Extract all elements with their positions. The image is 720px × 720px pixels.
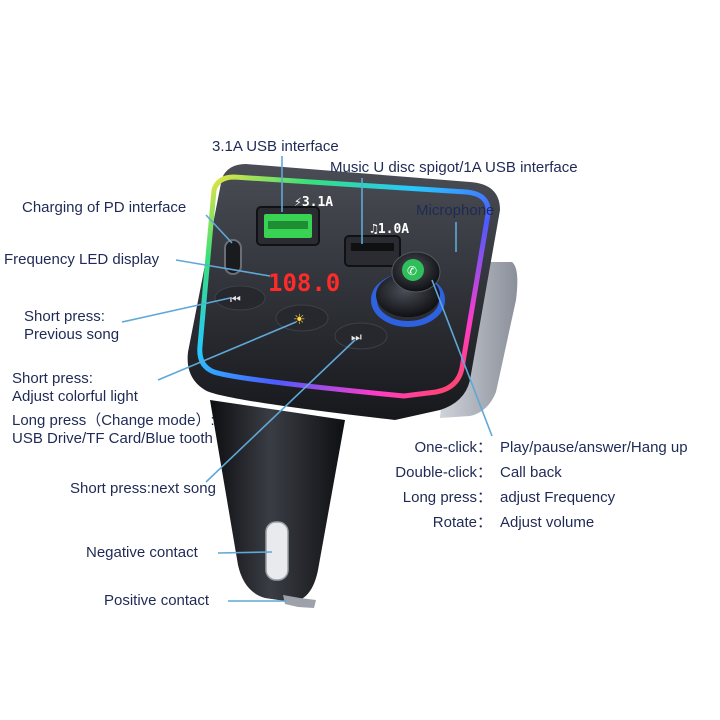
label-change-mode-line1: Long press（Change mode）: [12, 412, 215, 429]
knob-function-key: One-click： [414, 439, 492, 456]
knob-function-key: Rotate： [432, 514, 492, 531]
knob-function-value: adjust Frequency [500, 489, 616, 506]
knob-function-key: Long press： [402, 489, 492, 506]
phone-icon: ✆ [407, 264, 417, 278]
label-frequency-display: Frequency LED display [4, 251, 160, 268]
prev-button-shape [214, 285, 266, 311]
label-next-song: Short press:next song [70, 480, 216, 497]
rgb-light-ring [197, 174, 491, 399]
usb-port-1-badge: ⚡3.1A [294, 195, 333, 210]
leader-next [205, 339, 356, 483]
knob-function-row: Rotate： Adjust volume [352, 511, 594, 532]
leader-negative [217, 551, 273, 554]
knob-function-key: Double-click： [395, 464, 492, 481]
label-positive-contact: Positive contact [104, 592, 210, 609]
label-negative-contact: Negative contact [86, 544, 198, 561]
label-colorful-light-line2: Adjust colorful light [12, 388, 138, 405]
label-pd-charging: Charging of PD interface [22, 199, 187, 216]
label-usb-31a: 3.1A USB interface [212, 138, 339, 155]
leader-light [157, 321, 297, 381]
leader-frequency [175, 259, 271, 277]
label-change-mode: Long press（Change mode）: USB Drive/TF Ca… [12, 412, 215, 448]
leader-knob [431, 279, 493, 437]
label-previous-song-line1: Short press: [24, 308, 105, 325]
light-bulb-icon: ☀ [293, 312, 306, 328]
charger-stem [210, 400, 345, 602]
leader-prev [121, 297, 231, 323]
knob-function-value: Call back [500, 464, 562, 481]
knob-function-row: Long press： adjust Frequency [352, 486, 615, 507]
usb-port-2-badge: ♫1.0A [370, 222, 409, 237]
knob-function-value: Play/pause/answer/Hang up [500, 439, 688, 456]
positive-contact-tip [283, 595, 316, 608]
label-previous-song-line2: Previous song [24, 326, 120, 343]
knob-function-row: Double-click： Call back [352, 461, 562, 482]
frequency-led-readout: 108.0 [268, 269, 340, 297]
negative-contact-plate [265, 521, 289, 581]
label-previous-song: Short press: Previous song [24, 308, 119, 344]
leader-pd [205, 214, 233, 244]
label-change-mode-line2: USB Drive/TF Card/Blue tooth [12, 430, 213, 447]
label-colorful-light: Short press: Adjust colorful light [12, 370, 138, 406]
next-track-icon: ⏭ [351, 330, 362, 344]
label-microphone: Microphone [416, 202, 495, 219]
previous-track-icon: ⏮ [230, 292, 241, 306]
usb-c-port [224, 239, 242, 275]
label-colorful-light-line1: Short press: [12, 370, 93, 387]
knob-function-row: One-click： Play/pause/answer/Hang up [352, 436, 688, 457]
next-button-shape [334, 322, 388, 350]
knob-function-value: Adjust volume [500, 514, 595, 531]
label-music-usb: Music U disc spigot/1A USB interface [330, 159, 578, 176]
